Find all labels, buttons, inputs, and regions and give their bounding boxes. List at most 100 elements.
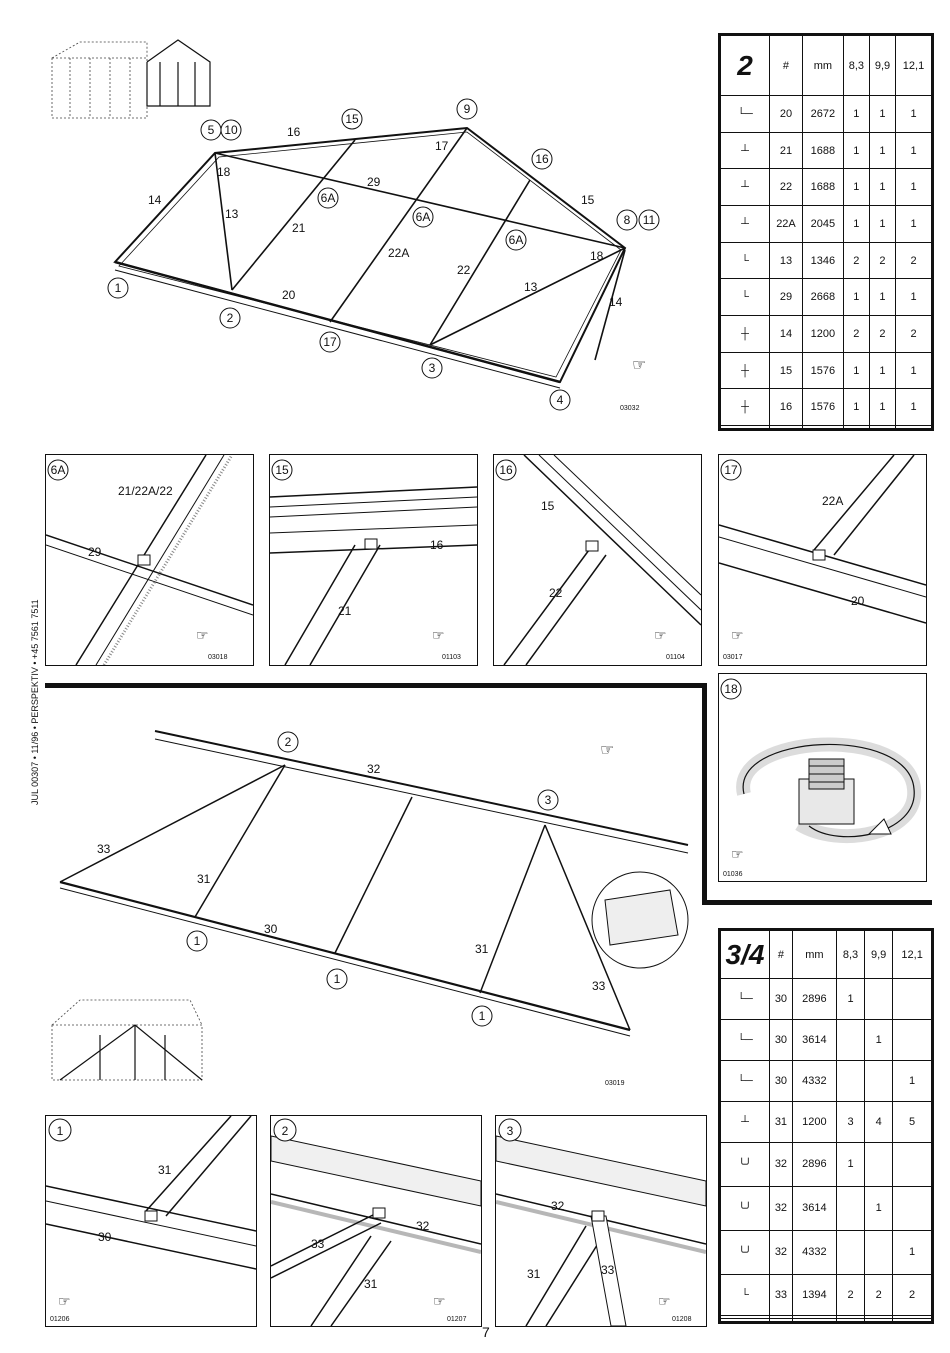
svg-text:31: 31	[158, 1163, 172, 1177]
svg-text:21/22A/22: 21/22A/22	[118, 484, 173, 498]
section-divider-right	[702, 900, 932, 905]
svg-text:1: 1	[194, 934, 201, 948]
profile-angle-icon: └─	[720, 95, 770, 133]
hand-pointer-icon: ☞	[654, 628, 667, 644]
publisher-side-text: JUL 00307 • 11/96 • PERSPEKTIV • +45 756…	[30, 599, 40, 805]
header-mm: mm	[791, 930, 837, 979]
svg-text:20: 20	[851, 594, 865, 608]
svg-text:22: 22	[549, 586, 563, 600]
svg-text:31: 31	[197, 872, 211, 886]
label-18b: 18	[590, 249, 604, 263]
svg-text:2: 2	[282, 1124, 289, 1138]
section-divider	[45, 683, 705, 688]
hand-pointer-icon: ☞	[433, 1294, 446, 1310]
label-22: 22	[457, 263, 471, 277]
svg-text:3: 3	[507, 1124, 514, 1138]
header-121: 12,1	[892, 930, 932, 979]
svg-text:6A: 6A	[509, 233, 524, 247]
detail-panel-step-1: 1 31 30 ☞ 01206	[45, 1115, 257, 1327]
svg-text:21: 21	[338, 604, 352, 618]
label-16: 16	[287, 125, 301, 139]
header-121: 12,1	[895, 35, 932, 96]
hand-pointer-icon: ☞	[731, 628, 744, 644]
profile-small-angle-icon: └	[720, 241, 770, 280]
svg-text:01208: 01208	[672, 1316, 692, 1323]
svg-text:33: 33	[311, 1237, 325, 1251]
svg-text:16: 16	[499, 463, 513, 477]
label-17: 17	[435, 139, 449, 153]
svg-text:15: 15	[345, 112, 359, 126]
hand-pointer-icon: ☞	[731, 847, 744, 863]
svg-text:01036: 01036	[723, 871, 743, 878]
profile-t-icon: ┴	[720, 168, 770, 207]
svg-text:01206: 01206	[50, 1316, 70, 1323]
label-14: 14	[148, 193, 162, 207]
svg-text:01104: 01104	[666, 654, 685, 661]
roof-circles: 1 2 17 3 4 5 10 15 9 16 6A 6A 6A 8 11	[107, 98, 660, 411]
svg-text:29: 29	[88, 545, 102, 559]
header-83: 8,3	[835, 930, 866, 979]
svg-text:1: 1	[479, 1009, 486, 1023]
svg-text:17: 17	[724, 463, 738, 477]
table-title: 3/4	[720, 930, 770, 979]
svg-text:31: 31	[475, 942, 489, 956]
mid-labels: 32 33 31 30 31 33	[97, 762, 606, 993]
hand-pointer-icon: ☞	[58, 1294, 71, 1310]
svg-text:6A: 6A	[321, 191, 336, 205]
svg-text:17: 17	[323, 335, 337, 349]
svg-text:5: 5	[208, 123, 215, 137]
detail-panel-15: 15 16 21 ☞ 01103	[269, 454, 478, 666]
profile-t-icon: ┴	[720, 131, 770, 170]
label-20: 20	[282, 288, 296, 302]
svg-text:2: 2	[227, 311, 234, 325]
profile-eave-icon: ╰╯	[720, 1141, 770, 1187]
label-13b: 13	[524, 280, 538, 294]
svg-text:01103: 01103	[442, 654, 461, 661]
hand-pointer-icon: ☞	[600, 740, 614, 759]
detail-panel-step-2: 2 32 33 31 ☞ 01207	[270, 1115, 482, 1327]
svg-text:2: 2	[285, 735, 292, 749]
svg-text:30: 30	[264, 922, 278, 936]
greenhouse-thumbnail-highlight	[146, 39, 211, 107]
side-wall-diagram: 32 33 31 30 31 33 2 3 1 1 1 ☞ 03019	[40, 695, 700, 1105]
header-99: 9,9	[868, 35, 897, 96]
profile-ridge-icon: ┼	[720, 351, 770, 390]
svg-text:6A: 6A	[416, 210, 431, 224]
profile-small-angle-icon: └	[720, 278, 770, 317]
svg-text:33: 33	[97, 842, 111, 856]
roof-labels: 14 16 17 18 13 21 29 22A 22 15 18 13 14 …	[148, 125, 623, 309]
header-99: 9,9	[864, 930, 894, 979]
profile-eave-icon: ╰╯	[720, 1185, 770, 1231]
roof-frame	[113, 126, 627, 389]
svg-text:32: 32	[416, 1219, 430, 1233]
profile-ridge-icon: ┼	[720, 388, 770, 427]
detail-panel-18: 18 ☞ 01036	[718, 673, 927, 882]
svg-text:03018: 03018	[208, 654, 228, 661]
svg-text:10: 10	[224, 123, 238, 137]
svg-text:1: 1	[115, 281, 122, 295]
svg-text:1: 1	[334, 972, 341, 986]
svg-text:8: 8	[624, 213, 631, 227]
label-21: 21	[292, 221, 306, 235]
hand-pointer-icon: ☞	[658, 1294, 671, 1310]
profile-t-icon: ┴	[720, 205, 770, 243]
svg-text:30: 30	[98, 1230, 112, 1244]
hand-pointer-icon: ☞	[432, 628, 445, 644]
svg-text:01207: 01207	[447, 1316, 467, 1323]
table-title: 2	[720, 35, 770, 96]
header-num: #	[769, 35, 803, 96]
profile-ridge-icon: ┼	[720, 315, 770, 353]
profile-t-icon: ┴	[720, 1100, 770, 1143]
